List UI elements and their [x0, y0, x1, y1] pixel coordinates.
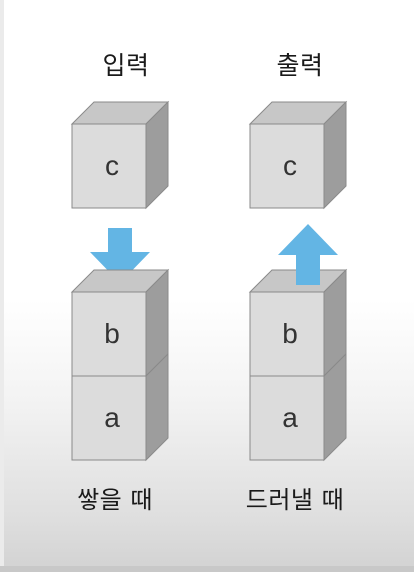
cube-a-input-label: a	[104, 402, 120, 433]
cube-a-output-label: a	[282, 402, 298, 433]
cube-a-output: a	[249, 352, 347, 462]
left-edge-shade	[0, 0, 4, 572]
cube-c-output-label: c	[283, 150, 297, 181]
cube-b-input-label: b	[104, 318, 120, 349]
input-caption: 쌓을 때	[77, 486, 153, 514]
up-arrow-icon	[278, 224, 338, 285]
output-caption: 드러낼 때	[245, 486, 345, 514]
cube-c-input-label: c	[105, 150, 119, 181]
cube-b-output-label: b	[282, 318, 298, 349]
cube-c-output: c	[248, 100, 348, 210]
input-title: 입력	[102, 51, 150, 80]
bottom-shade	[0, 566, 414, 572]
cube-c-input: c	[70, 100, 170, 210]
cube-b-output: b	[248, 268, 348, 378]
down-arrow-icon	[90, 228, 150, 283]
cube-b-input: b	[70, 268, 170, 378]
cube-a-input: a	[71, 352, 169, 462]
output-title: 출력	[276, 51, 324, 80]
